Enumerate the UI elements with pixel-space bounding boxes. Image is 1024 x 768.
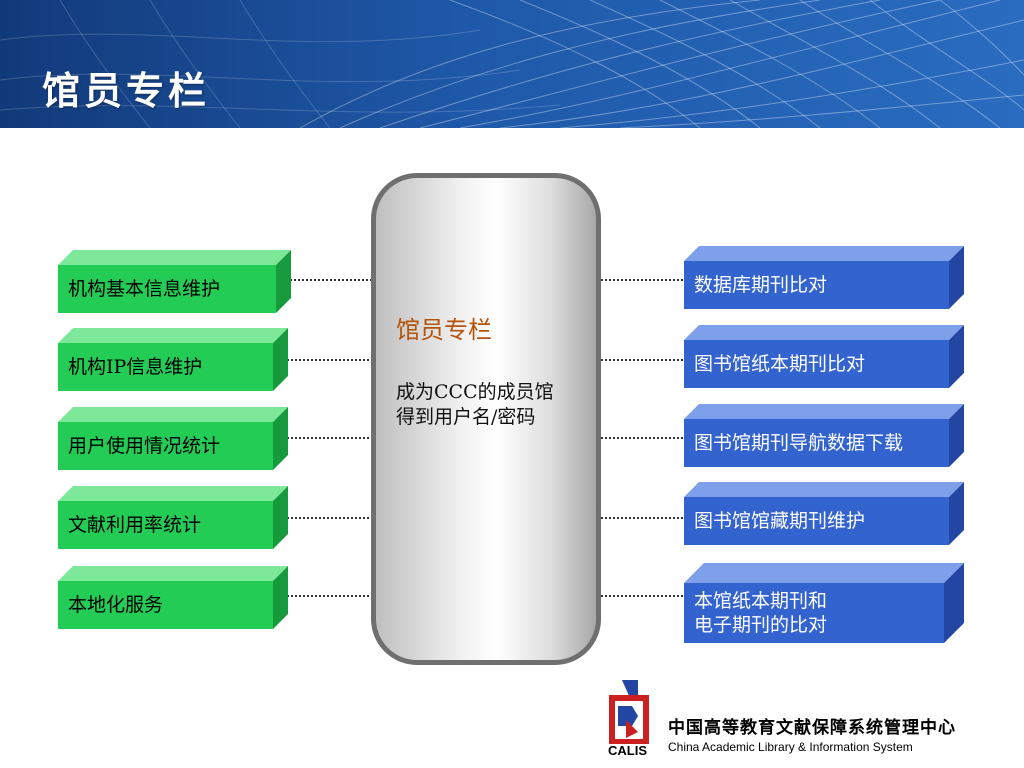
footer-org-cn: 中国高等教育文献保障系统管理中心	[668, 718, 956, 738]
calis-logo-icon	[609, 680, 649, 744]
center-description: 成为CCC的成员馆 得到用户名/密码	[396, 381, 554, 428]
page-title: 馆员专栏	[42, 69, 211, 113]
left-box-4-label: 文献利用率统计	[58, 501, 273, 549]
center-title: 馆员专栏	[396, 316, 492, 344]
central-capsule	[371, 173, 601, 665]
right-box-3-label: 图书馆期刊导航数据下载	[684, 419, 949, 467]
left-box-2-label: 机构IP信息维护	[58, 343, 273, 391]
left-box-3-label: 用户使用情况统计	[58, 422, 273, 470]
grid-wave-decoration	[0, 0, 1024, 128]
right-box-5-label: 本馆纸本期刊和 电子期刊的比对	[684, 583, 944, 643]
footer-org-en: China Academic Library & Information Sys…	[668, 740, 913, 754]
left-box-1-label: 机构基本信息维护	[58, 265, 276, 313]
header-banner: 馆员专栏	[0, 0, 1024, 128]
right-box-1-label: 数据库期刊比对	[684, 261, 949, 309]
right-box-2-label: 图书馆纸本期刊比对	[684, 340, 949, 388]
right-box-4-label: 图书馆馆藏期刊维护	[684, 497, 949, 545]
footer-abbr: CALIS	[608, 743, 647, 758]
left-box-5-label: 本地化服务	[58, 581, 273, 629]
